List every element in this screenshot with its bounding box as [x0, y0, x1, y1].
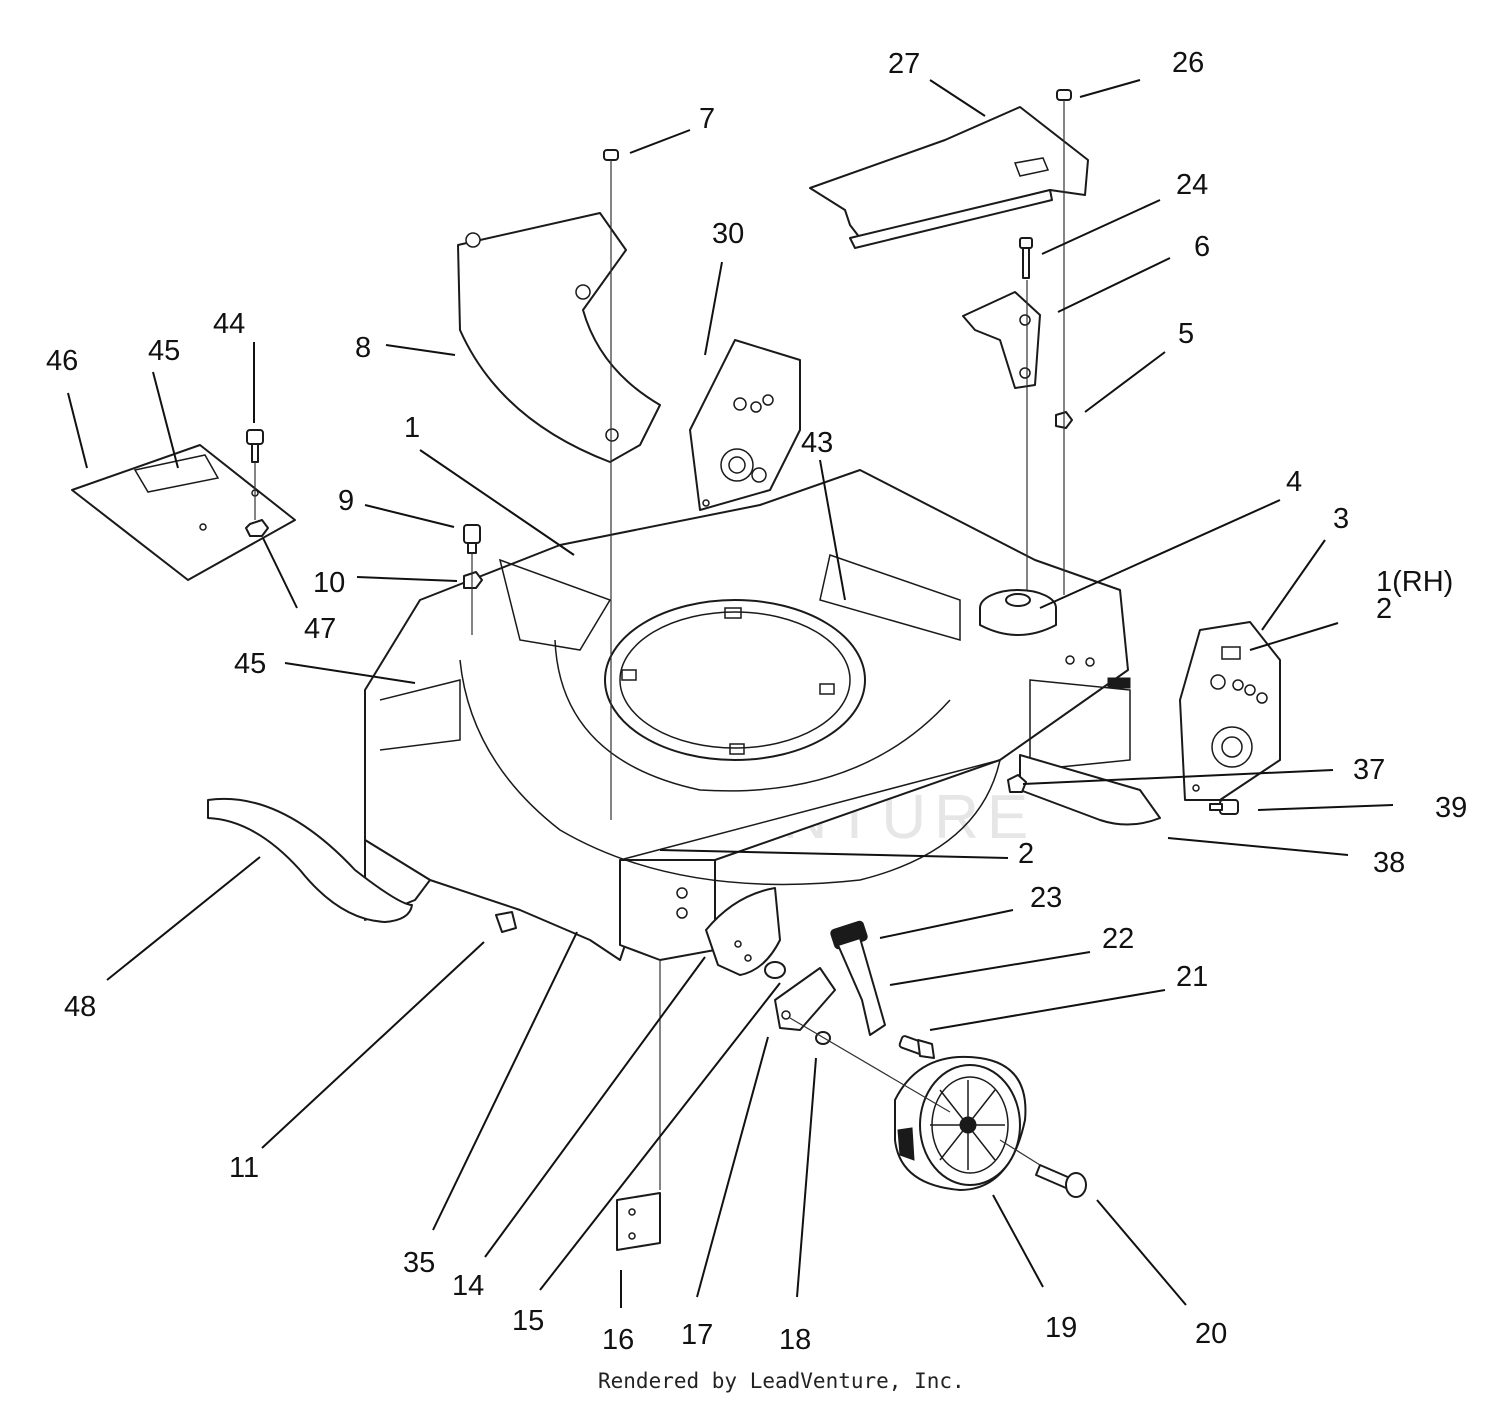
callout-39: 39 [1435, 792, 1467, 824]
part-10-nut [463, 571, 483, 589]
callout-6: 6 [1194, 231, 1210, 263]
part-20-axle-bolt [1035, 1164, 1087, 1198]
part-19-wheel [894, 1056, 1027, 1191]
part-6-bracket [962, 291, 1041, 389]
callout-30: 30 [712, 218, 744, 250]
callout-2-rh: 2 [1376, 593, 1392, 625]
callout-24: 24 [1176, 169, 1208, 201]
leader-lines [67, 79, 1394, 1308]
callout-21: 21 [1176, 961, 1208, 993]
callout-35: 35 [403, 1247, 435, 1279]
part-44-bolt [246, 429, 264, 463]
callout-38: 38 [1373, 847, 1405, 879]
part-17-axle-plate [774, 967, 836, 1031]
callout-9: 9 [338, 485, 354, 517]
callout-1: 1 [404, 412, 420, 444]
callout-1-rh: 1(RH) [1376, 566, 1453, 598]
callout-3: 3 [1333, 503, 1349, 535]
part-30-height-bracket [689, 339, 801, 511]
callout-11: 11 [229, 1152, 259, 1184]
part-8-deflector [457, 212, 661, 463]
callout-5: 5 [1178, 318, 1194, 350]
part-4-spindle [979, 589, 1057, 636]
callout-16: 16 [602, 1324, 634, 1356]
part-39-bolt [1209, 799, 1239, 815]
part-48-front-baffle [207, 797, 413, 923]
callout-37: 37 [1353, 754, 1385, 786]
part-26-screw [1056, 89, 1072, 101]
callout-45-top: 45 [148, 335, 180, 367]
part-37-nut [1007, 774, 1027, 793]
callouts: 7 27 26 24 6 30 44 46 45 8 5 1 43 9 4 3 … [46, 47, 1467, 1356]
assembly-lines [254, 100, 1065, 1190]
callout-17: 17 [681, 1319, 713, 1351]
callout-44: 44 [213, 308, 245, 340]
part-11-clip [495, 911, 517, 933]
part-21-bolt [898, 1035, 935, 1059]
part-46-cover-plate [71, 444, 296, 581]
callout-22: 22 [1102, 923, 1134, 955]
callout-43: 43 [801, 427, 833, 459]
part-14-lever-plate [705, 887, 781, 976]
part-22-lever-arm [837, 937, 886, 1036]
callout-26: 26 [1172, 47, 1204, 79]
part-24-bolt [1019, 237, 1033, 279]
footer-credit: Rendered by LeadVenture, Inc. [598, 1369, 965, 1393]
part-16-plate [616, 1192, 661, 1251]
callout-47: 47 [304, 613, 336, 645]
part-7-bolt [603, 149, 619, 161]
callout-48: 48 [64, 991, 96, 1023]
callout-15: 15 [512, 1305, 544, 1337]
callout-23: 23 [1030, 882, 1062, 914]
callout-20: 20 [1195, 1318, 1227, 1350]
part-3-right-bracket [1179, 621, 1281, 801]
part-38-trailing-shield [1019, 754, 1161, 826]
callout-18: 18 [779, 1324, 811, 1356]
callout-45-mid: 45 [234, 648, 266, 680]
callout-46: 46 [46, 345, 78, 377]
part-15-washer [764, 961, 786, 979]
callout-4: 4 [1286, 466, 1302, 498]
callout-14: 14 [452, 1270, 484, 1302]
callout-27: 27 [888, 48, 920, 80]
callout-8: 8 [355, 332, 371, 364]
part-9-fitting [463, 524, 481, 554]
callout-19: 19 [1045, 1312, 1077, 1344]
callout-10: 10 [313, 567, 345, 599]
mower-deck-housing [364, 469, 1131, 961]
callout-7: 7 [699, 103, 715, 135]
callout-2: 2 [1018, 838, 1034, 870]
part-47-nut [245, 519, 269, 537]
part-27-rear-shield [809, 106, 1089, 249]
